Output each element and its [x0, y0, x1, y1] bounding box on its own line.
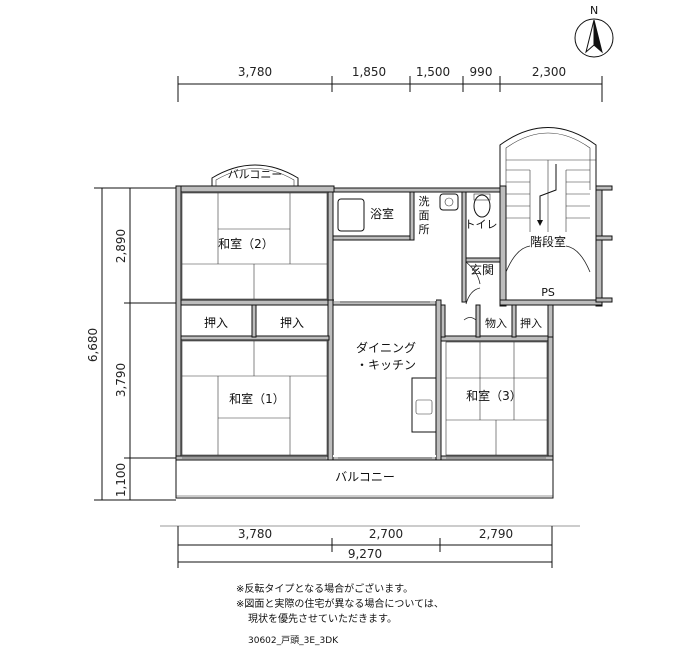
dim-left-1: 2,890 [114, 229, 128, 263]
balcony-top-label: バルコニー [228, 168, 283, 181]
doors [182, 261, 546, 459]
tatami-lines [181, 192, 548, 456]
dim-left-2: 3,790 [114, 363, 128, 397]
room-stairwell: 階段室 [530, 234, 566, 249]
balcony-bottom-shape [175, 459, 554, 499]
room-ps: PS [541, 286, 555, 299]
dim-left-outer: 6,680 [86, 328, 100, 362]
bottom-dimension-lines [160, 525, 580, 568]
north-arrow: N [574, 4, 614, 58]
room-storage: 物入 [485, 316, 507, 330]
note-line-3: 現状を優先させていただきます。 [248, 612, 397, 625]
room-toilet: トイレ [465, 218, 498, 231]
room-washroom-2: 面 [419, 209, 430, 222]
dim-left-3: 1,100 [114, 463, 128, 497]
room-washitsu-2: 和室（2） [218, 236, 274, 251]
stairs [505, 159, 596, 273]
dim-top-5: 2,300 [532, 65, 566, 79]
bath-fixtures [337, 193, 491, 232]
dim-total-width: 9,270 [348, 547, 382, 561]
room-washitsu-1: 和室（1） [229, 391, 285, 406]
dim-bottom-1: 3,780 [238, 527, 272, 541]
room-washroom-3: 所 [419, 223, 430, 236]
room-dining-line2: ・キッチン [356, 358, 416, 372]
room-closet-left-b: 押入 [280, 316, 304, 330]
left-dimension-lines [94, 187, 176, 501]
room-closet-left-a: 押入 [204, 316, 228, 330]
dim-top-2: 1,850 [352, 65, 386, 79]
interior-walls [180, 191, 554, 461]
dim-bottom-2: 2,700 [369, 527, 403, 541]
room-bath: 浴室 [370, 206, 394, 221]
dim-bottom-3: 2,790 [479, 527, 513, 541]
room-washitsu-3: 和室（3） [466, 388, 522, 403]
dim-top-1: 3,780 [238, 65, 272, 79]
kitchen-counter [411, 377, 437, 433]
room-balcony-bottom: バルコニー [335, 470, 395, 484]
north-label: N [590, 4, 598, 17]
room-dining-line1: ダイニング [356, 340, 416, 355]
dim-top-4: 990 [470, 65, 493, 79]
room-closet-right: 押入 [520, 316, 542, 330]
room-entrance: 玄関 [470, 262, 494, 277]
balcony-top-shape [211, 164, 299, 186]
outer-walls [175, 185, 613, 461]
drawing-code: 30602_戸頭_3E_3DK [248, 635, 339, 646]
note-line-2: ※図面と実際の住宅が異なる場合については、 [236, 597, 444, 610]
room-washroom-1: 洗 [419, 195, 430, 208]
note-line-1: ※反転タイプとなる場合がございます。 [236, 582, 413, 595]
stairwell-arch [499, 127, 597, 190]
dim-top-3: 1,500 [416, 65, 450, 79]
top-dimension-line [177, 76, 603, 102]
